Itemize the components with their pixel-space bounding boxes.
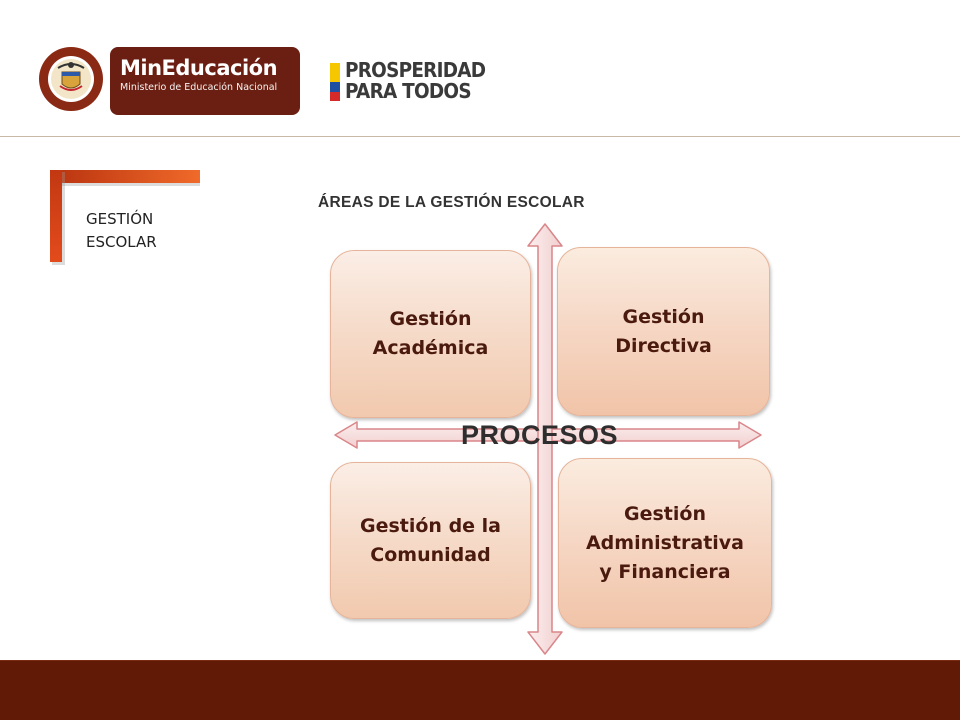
- section-title-line-1: GESTIÓN: [86, 210, 154, 228]
- slogan-line-1: PROSPERIDAD: [345, 58, 486, 82]
- footer-bar: [0, 660, 960, 720]
- mineducacion-logo: MinEducación Ministerio de Educación Nac…: [110, 47, 300, 115]
- procesos-label: PROCESOS: [461, 420, 619, 450]
- slogan-line-2: PARA TODOS: [345, 79, 472, 103]
- colombia-seal-logo: [39, 47, 103, 111]
- card-directiva-line-1: Gestión: [622, 305, 705, 328]
- section-title: GESTIÓN ESCOLAR: [86, 208, 196, 254]
- diagram-heading: ÁREAS DE LA GESTIÓN ESCOLAR: [318, 194, 585, 211]
- card-directiva-line-2: Directiva: [615, 334, 712, 357]
- card-administrativa-line-1: Gestión: [624, 502, 706, 525]
- card-gestion-comunidad: Gestión de la Comunidad: [330, 462, 531, 619]
- card-academica-line-2: Académica: [372, 337, 489, 359]
- ministry-subtitle: Ministerio de Educación Nacional: [120, 82, 278, 93]
- colombia-flag-icon: [330, 63, 340, 101]
- card-academica-line-1: Gestión: [389, 308, 472, 330]
- vertical-double-arrow: [527, 223, 563, 655]
- header-divider: [0, 136, 960, 137]
- card-administrativa-line-3: y Financiera: [599, 560, 731, 583]
- section-bracket-decoration: [50, 170, 200, 265]
- ministry-name: MinEducación: [120, 56, 278, 80]
- card-gestion-administrativa: Gestión Administrativa y Financiera: [558, 458, 772, 628]
- section-title-line-2: ESCOLAR: [86, 233, 157, 251]
- prosperidad-para-todos-logo: PROSPERIDAD PARA TODOS: [345, 58, 486, 103]
- card-administrativa-line-2: Administrativa: [585, 531, 745, 554]
- footer-top-line: [0, 660, 960, 661]
- card-gestion-academica: Gestión Académica: [330, 250, 531, 418]
- card-gestion-directiva: Gestión Directiva: [557, 247, 770, 416]
- card-comunidad-line-1: Gestión de la: [359, 514, 501, 537]
- card-comunidad-line-2: Comunidad: [370, 543, 491, 566]
